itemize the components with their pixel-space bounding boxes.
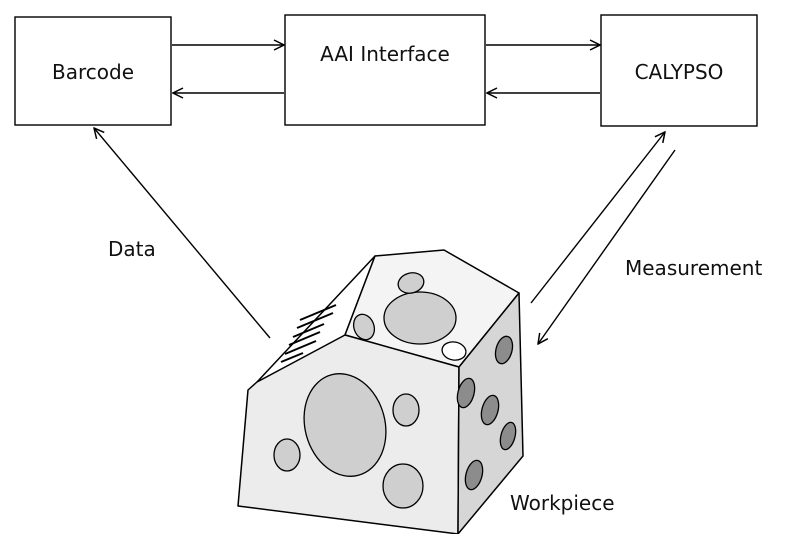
aai-interface-label: AAI Interface xyxy=(320,42,450,66)
front-hole-medium xyxy=(382,463,424,509)
barcode-stripes xyxy=(280,304,337,363)
arrow-workpiece-to-calypso xyxy=(530,132,665,304)
right-hole-5 xyxy=(464,459,484,491)
right-hole-4 xyxy=(499,421,517,451)
right-hole-2 xyxy=(456,377,476,409)
aai-interface-node: AAI Interface xyxy=(284,14,486,126)
calypso-label: CALYPSO xyxy=(635,60,724,84)
arrow-calypso-to-workpiece xyxy=(538,149,676,344)
barcode-node: Barcode xyxy=(14,16,172,126)
measurement-label: Measurement xyxy=(625,256,762,280)
arrow-data-to-barcode xyxy=(94,128,271,339)
top-hole-small-2 xyxy=(352,313,376,341)
workpiece-label: Workpiece xyxy=(510,491,615,515)
top-hole-small-1 xyxy=(397,272,425,294)
right-hole-1 xyxy=(494,335,514,365)
data-label: Data xyxy=(108,237,156,261)
workpiece-cube xyxy=(237,249,524,534)
barcode-label: Barcode xyxy=(52,60,134,84)
top-hole-large xyxy=(383,291,457,345)
right-hole-3 xyxy=(480,394,500,426)
front-hole-small-1 xyxy=(392,393,420,427)
front-hole-small-2 xyxy=(273,438,301,472)
front-hole-large xyxy=(303,373,387,477)
calypso-node: CALYPSO xyxy=(600,14,758,127)
top-hole-small-3 xyxy=(441,341,467,361)
